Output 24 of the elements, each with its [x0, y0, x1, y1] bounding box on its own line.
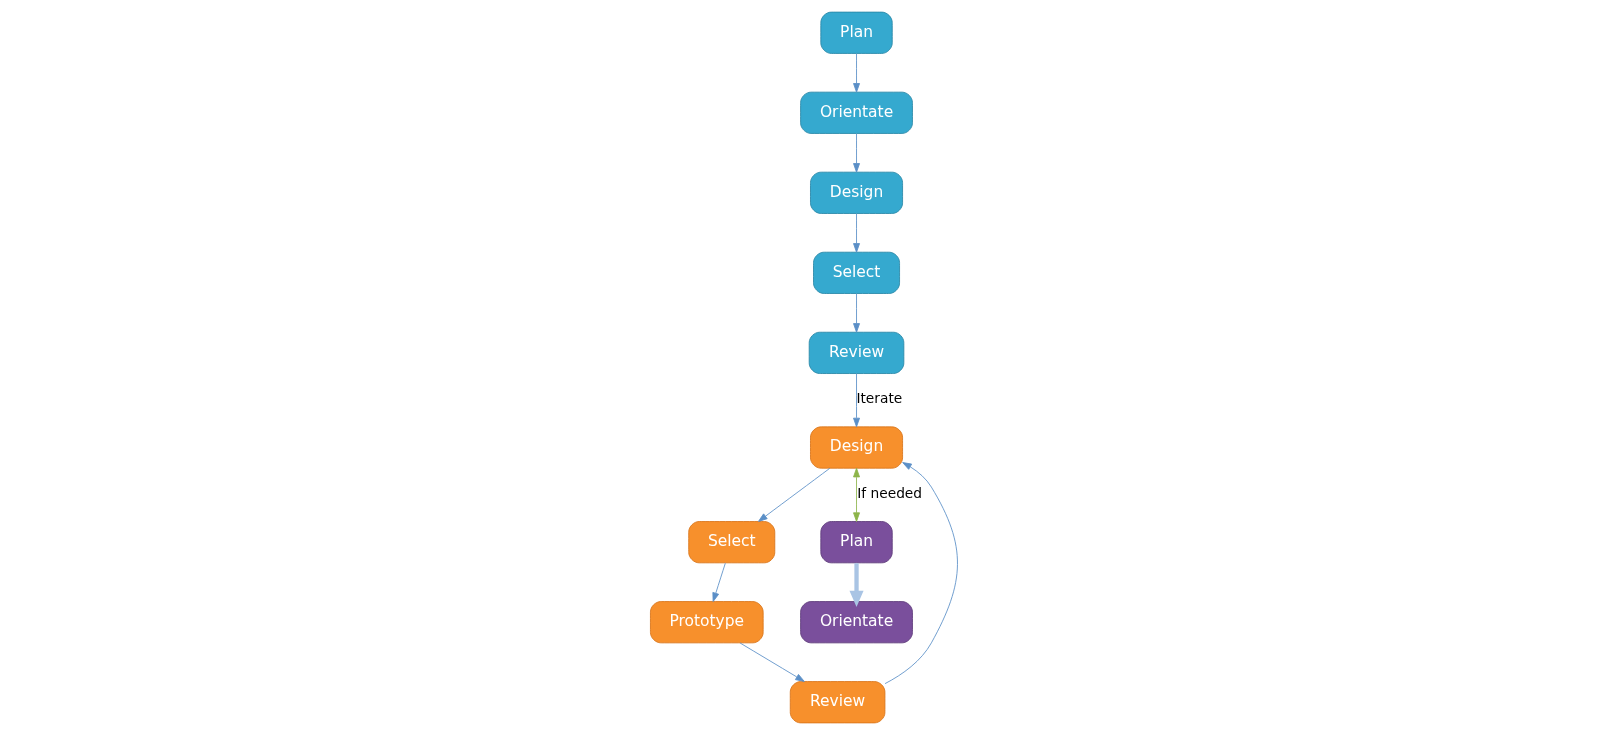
node-box: Review [808, 331, 904, 374]
arrow [884, 462, 958, 685]
node-box: Review [789, 681, 885, 724]
edge-label: If needed [856, 485, 922, 502]
arrow [757, 467, 830, 522]
arrow [852, 373, 860, 428]
arrow [852, 293, 860, 333]
arrow [739, 642, 805, 682]
node-box: Plan [819, 521, 893, 564]
arrow [849, 563, 864, 607]
node-box: Orientate [799, 601, 913, 644]
node-box: Prototype [649, 601, 764, 644]
node-box: Design [809, 426, 903, 469]
arrow [852, 133, 860, 173]
arrow [852, 467, 860, 522]
node-box: Plan [819, 11, 893, 54]
node-box: Orientate [799, 91, 913, 134]
node-box: Design [809, 171, 903, 214]
arrow [852, 213, 860, 253]
arrow [711, 562, 726, 602]
node-box: Select [812, 251, 900, 294]
edge-label: Iterate [855, 390, 902, 407]
arrow [852, 53, 860, 93]
node-box: Select [687, 521, 775, 564]
